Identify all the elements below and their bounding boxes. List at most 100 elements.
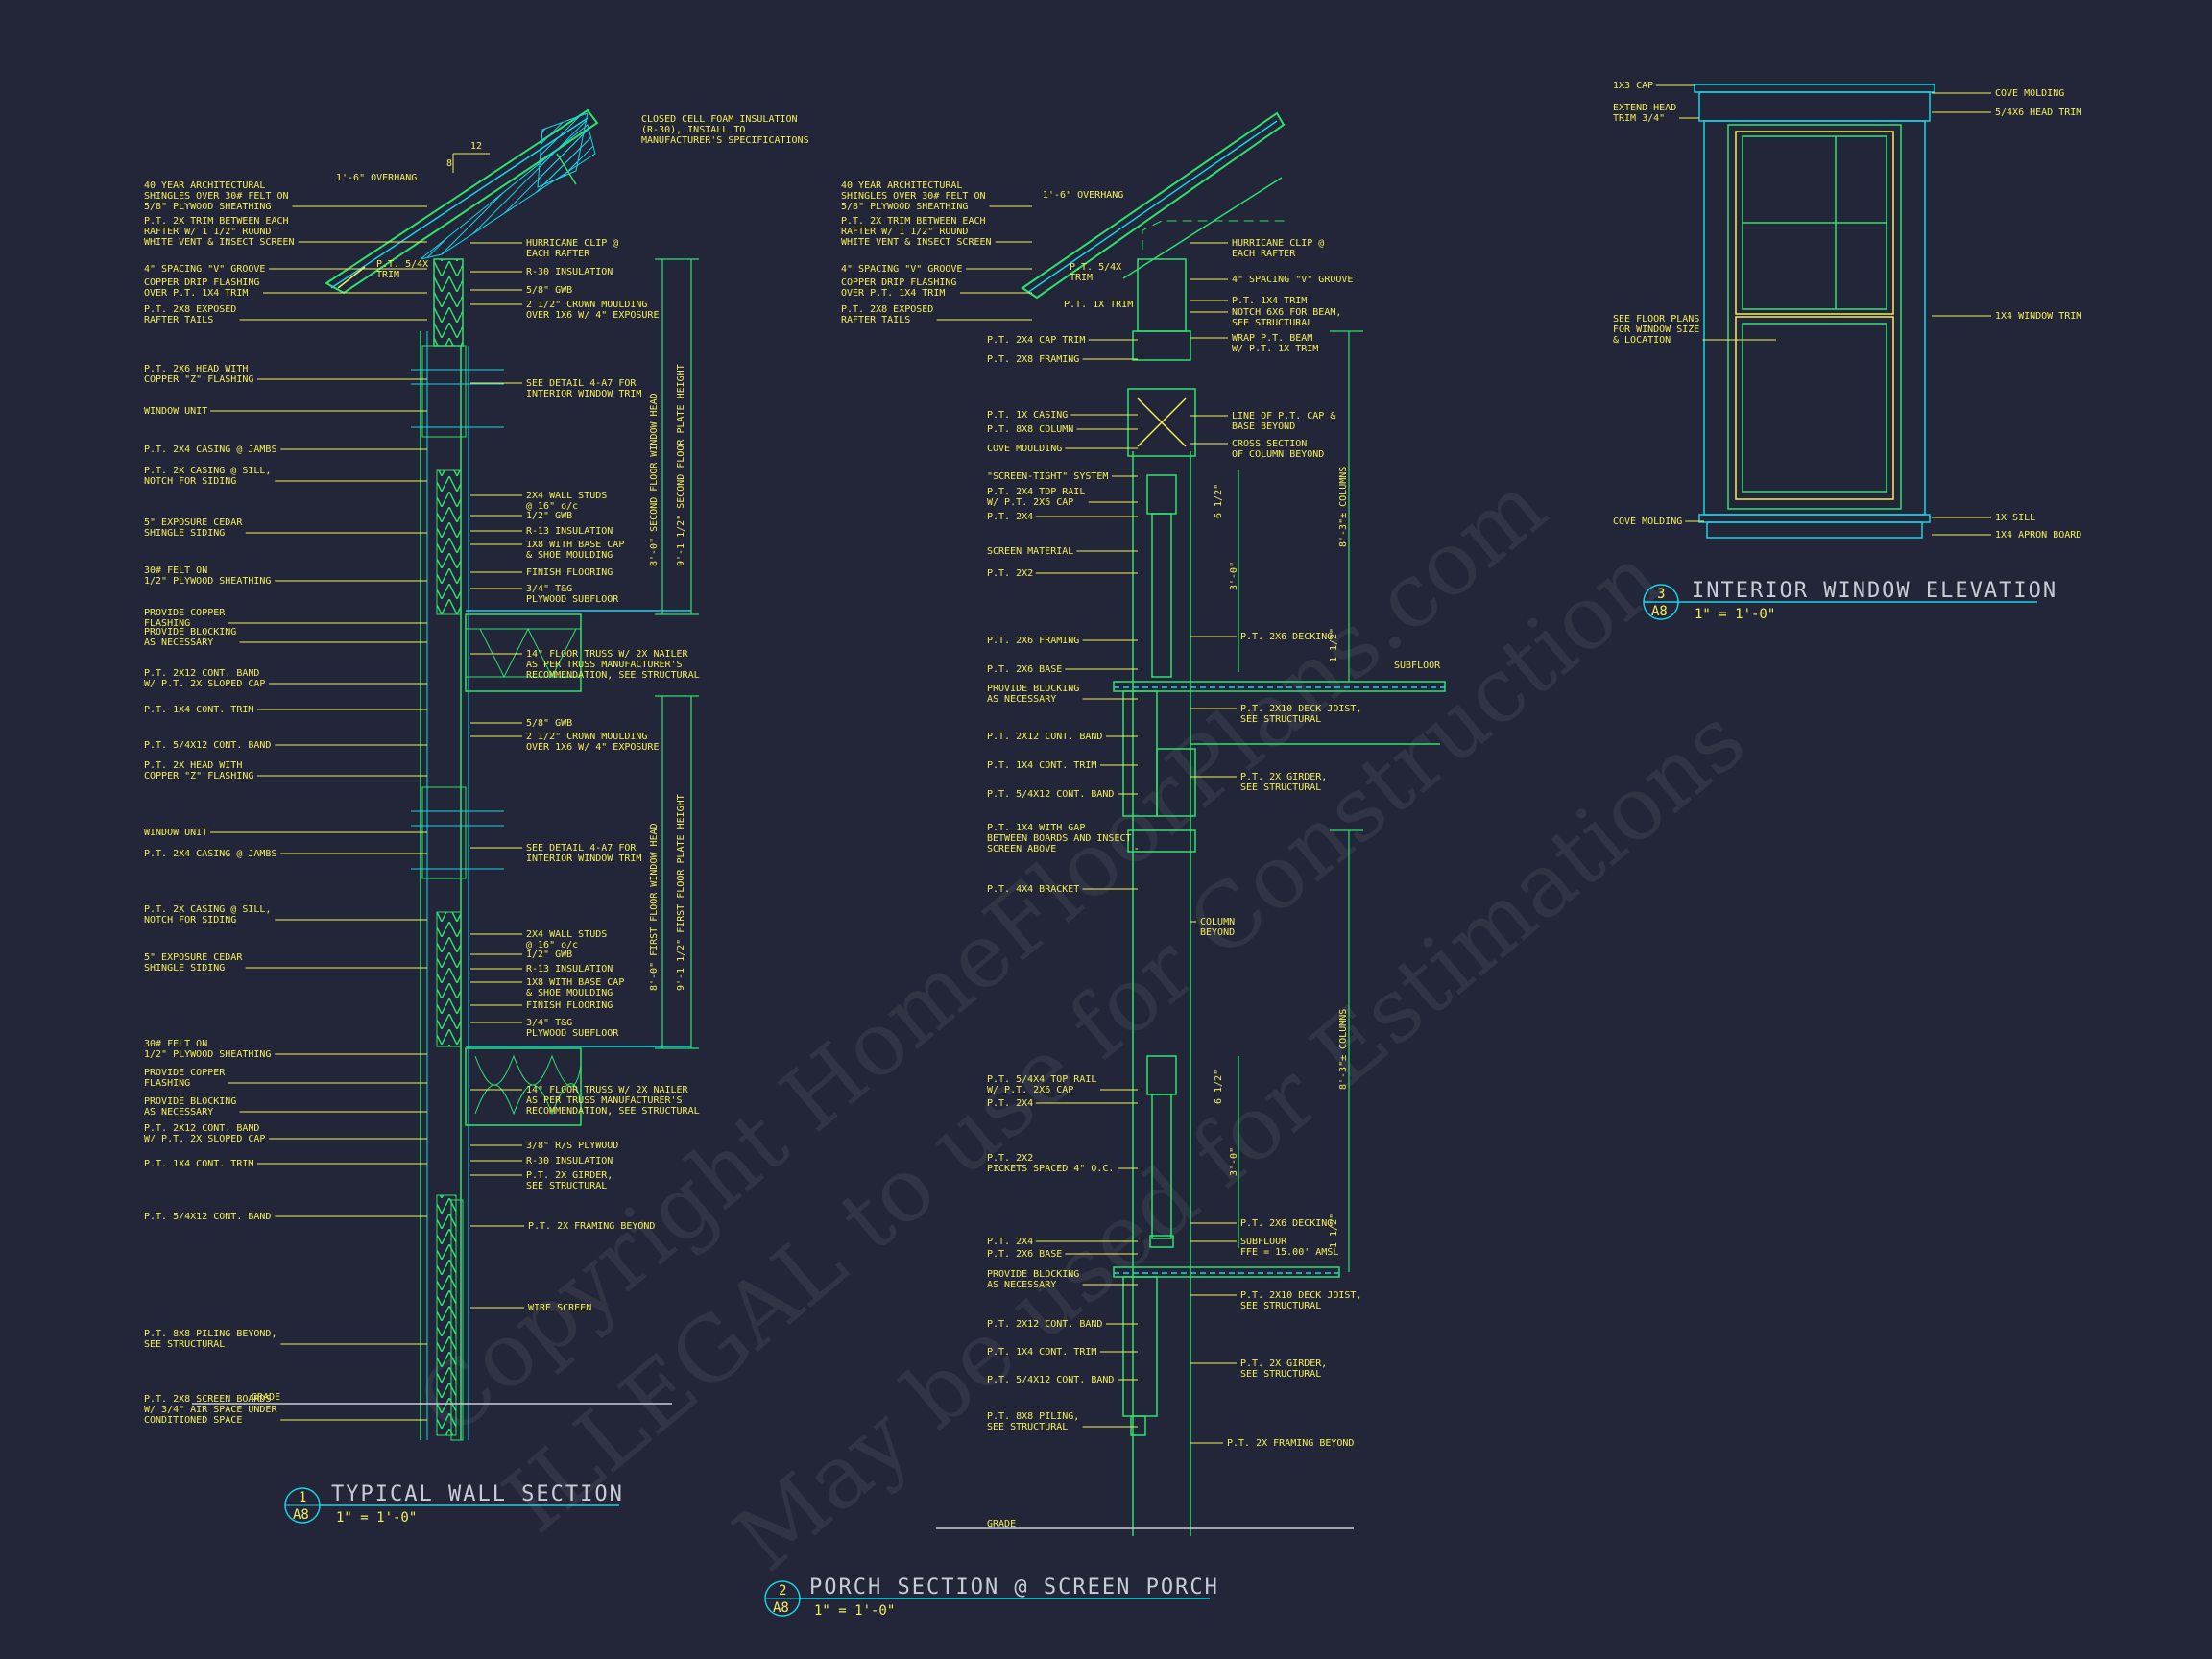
callout-text: P.T. 2X12 CONT. BAND xyxy=(987,1319,1102,1330)
callout-text: NOTCH 6X6 FOR BEAM, xyxy=(1232,307,1341,318)
d2-left-callout: P.T. 2X4 xyxy=(987,1098,1138,1109)
callout-text: SEE FLOOR PLANS xyxy=(1613,314,1699,325)
detail-2-lower-deck xyxy=(1113,1266,1340,1436)
callout-text: WHITE VENT & INSECT SCREEN xyxy=(841,237,992,248)
callout-text: @ 16" o/c xyxy=(526,940,578,950)
callout-text: SUBFLOOR xyxy=(1394,661,1441,671)
d1-left-callout: P.T. 2X4 CASING @ JAMBS xyxy=(144,849,427,859)
callout-text: PICKETS SPACED 4" O.C. xyxy=(987,1164,1114,1174)
callout-text: 2X4 WALL STUDS xyxy=(526,491,607,501)
callout-text: 1X3 CAP xyxy=(1613,81,1653,91)
callout-text: AS NECESSARY xyxy=(987,1280,1056,1290)
callout-text: P.T. 2X8 SCREEN BOARDS xyxy=(144,1394,271,1405)
callout-text: R-13 INSULATION xyxy=(526,964,613,974)
callout-text: FLASHING xyxy=(144,1078,190,1089)
callout-text: P.T. 2X6 DECKING xyxy=(1240,632,1333,642)
d2-right-callout: LINE OF P.T. CAP &BASE BEYOND xyxy=(1190,411,1335,432)
window-trim xyxy=(1703,120,1926,516)
d2-right-callout: P.T. 2X6 DECKING xyxy=(1190,1218,1333,1229)
d2-left-callout: 4" SPACING "V" GROOVE xyxy=(841,264,1032,275)
d2-left-callout: GRADE xyxy=(987,1519,1016,1529)
detail-2-title-block: 2 A8 PORCH SECTION @ SCREEN PORCH 1" = 1… xyxy=(764,1575,1217,1619)
d2-left-callout: P.T. 1X4 CONT. TRIM xyxy=(987,1347,1138,1358)
callout-text: P.T. 1X4 CONT. TRIM xyxy=(144,705,253,715)
d1-right-callout: FINISH FLOORING xyxy=(470,1000,613,1011)
callout-text: FINISH FLOORING xyxy=(526,1000,613,1011)
dim-lower-rail: 6 1/2" xyxy=(1214,1070,1224,1104)
callout-text: 5/8" GWB xyxy=(526,718,572,729)
d2-left-callout: P.T. 2X12 CONT. BAND xyxy=(987,732,1138,742)
callout-text: P.T. 4X4 BRACKET xyxy=(987,884,1079,895)
d2-left-callout: P.T. 2X6 BASE xyxy=(987,1249,1138,1260)
callout-text: RAFTER W/ 1 1/2" ROUND xyxy=(841,227,968,237)
callout-text: 3/8" R/S PLYWOOD xyxy=(526,1141,618,1151)
callout-text: CLOSED CELL FOAM INSULATION xyxy=(641,114,798,125)
callout-text: WINDOW UNIT xyxy=(144,828,207,838)
d1-left-callout: 4" SPACING "V" GROOVE xyxy=(144,264,427,275)
callout-text: BETWEEN BOARDS AND INSECT xyxy=(987,833,1132,844)
d1-right-callout: R-13 INSULATION xyxy=(470,964,613,974)
callout-text: PROVIDE BLOCKING xyxy=(987,684,1079,694)
callout-text: PROVIDE BLOCKING xyxy=(987,1269,1079,1280)
detail-1-floor-truss-2 xyxy=(465,1046,691,1126)
d2-left-callout: P.T. 8X8 PILING,SEE STRUCTURAL xyxy=(987,1411,1138,1432)
callout-text: 5/8" PLYWOOD SHEATHING xyxy=(841,202,968,212)
detail-1-dimensions xyxy=(655,258,699,1049)
callout-text: SEE STRUCTURAL xyxy=(144,1339,225,1350)
callout-text: (R-30), INSTALL TO xyxy=(641,125,745,135)
callout-text: NOTCH FOR SIDING xyxy=(144,476,236,487)
detail-2-porch-section: 8'-3"± COLUMNS 8'-3"± COLUMNS 6 1/2" 3'-… xyxy=(764,111,1446,1619)
d1-right-callout: R-30 INSULATION xyxy=(470,267,613,277)
callout-text: SHINGLE SIDING xyxy=(144,528,225,539)
grade-label: GRADE xyxy=(252,1392,280,1403)
callout-text: INTERIOR WINDOW TRIM xyxy=(526,854,641,864)
callout-text: RAFTER TAILS xyxy=(841,315,910,325)
d2-left-callout: P.T. 4X4 BRACKET xyxy=(987,884,1138,895)
d1-right-callout: 5/8" GWB xyxy=(470,718,572,729)
callout-text: SHINGLE SIDING xyxy=(144,963,225,974)
lower-sash xyxy=(1735,316,1894,500)
callout-text: W/ P.T. 1X TRIM xyxy=(1232,344,1318,354)
detail-3-scale: 1" = 1'-0" xyxy=(1695,607,1775,622)
dim-upper-height: 3'-0" xyxy=(1229,562,1239,590)
window-sash-frame xyxy=(1727,124,1902,510)
dim-first-floor-plate-height: 9'-1 1/2" FIRST FLOOR PLATE HEIGHT xyxy=(676,794,686,991)
callout-text: EACH RAFTER xyxy=(1232,249,1296,259)
callout-text: W/ P.T. 2X SLOPED CAP xyxy=(144,679,265,689)
callout-text: COPPER "Z" FLASHING xyxy=(144,374,253,385)
callout-text: 5/4X6 HEAD TRIM xyxy=(1995,108,2081,118)
upper-sash xyxy=(1735,131,1894,315)
callout-text: COLUMN xyxy=(1200,917,1235,927)
d2-left-callout: P.T. 1X CASING xyxy=(987,410,1138,421)
dim-second-floor-window-head: 8'-0" SECOND FLOOR WINDOW HEAD xyxy=(649,393,660,566)
detail-3-number: 3 xyxy=(1657,587,1665,602)
callout-text: & LOCATION xyxy=(1613,335,1671,346)
callout-text: 3/4" T&G xyxy=(526,584,572,594)
d1-left-callout: 30# FELT ON1/2" PLYWOOD SHEATHING xyxy=(144,1039,427,1060)
apron-board xyxy=(1706,521,1923,539)
callout-text: 2 1/2" CROWN MOULDING xyxy=(526,300,647,310)
callout-text: PLYWOOD SUBFLOOR xyxy=(526,594,619,605)
d2-right-callout: 1'-6" OVERHANG xyxy=(1043,190,1123,201)
callout-text: COPPER DRIP FLASHING xyxy=(144,277,259,288)
callout-text: P.T. 1X TRIM xyxy=(1064,300,1133,310)
d1-left-callout: P.T. 2X4 CASING @ JAMBS xyxy=(144,445,427,455)
callout-text: P.T. 2X12 CONT. BAND xyxy=(144,668,259,679)
dim-lower-height: 3'-0" xyxy=(1229,1147,1239,1176)
callout-text: W/ P.T. 2X6 CAP xyxy=(987,497,1073,508)
callout-text: SEE DETAIL 4-A7 FOR xyxy=(526,378,637,389)
callout-text: BASE BEYOND xyxy=(1232,421,1295,432)
d1-right-callout: P.T. 2X FRAMING BEYOND xyxy=(470,1221,655,1232)
dim-lower-columns: 8'-3"± COLUMNS xyxy=(1338,1009,1349,1090)
d3-left-callout: 1X3 CAP xyxy=(1613,81,1695,91)
d2-right-callout: 4" SPACING "V" GROOVE xyxy=(1190,275,1353,285)
callout-text: WINDOW UNIT xyxy=(144,406,207,417)
